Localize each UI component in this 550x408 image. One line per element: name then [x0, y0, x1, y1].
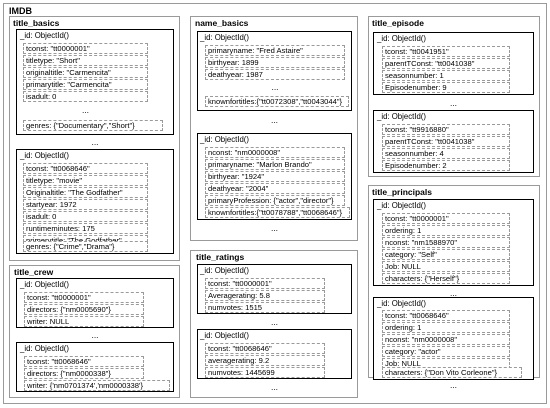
field: originaltitle: "Carmencita" — [23, 67, 148, 78]
field: knownfortitles:{"tt0072308","tt0043044"} — [205, 96, 349, 107]
field: writer: {'nm0701374','nm0000338'} — [24, 380, 170, 391]
field: nconst: "nm0000008" — [382, 334, 510, 345]
field: Originaltitle: "The Godfather" — [23, 187, 148, 198]
field: deathyear: 1987 — [205, 69, 345, 80]
ellipsis: ... — [270, 223, 279, 233]
field: characters: {"Don Vito Corleone"} — [382, 367, 522, 378]
field: tconst: "tt0068646" — [382, 310, 510, 321]
ellipsis: ... — [271, 82, 279, 92]
document-id: _id: ObjectId() — [200, 331, 249, 340]
field: seasonnumber: 1 — [382, 70, 510, 81]
field: primaryProfession: {"actor","director"} — [205, 195, 345, 206]
field: ordering: 1 — [382, 322, 510, 333]
field: knownfortitles:{"tt0078788","tt0068646"} — [205, 207, 350, 218]
field: primaryname: "Fred Astaire" — [205, 45, 345, 56]
field: isadult: 0 — [23, 211, 148, 222]
ellipsis: ... — [449, 98, 458, 108]
document-id: _id: ObjectId() — [377, 34, 426, 43]
collection-title: title_episode — [372, 18, 424, 28]
collection-title: title_ratings — [196, 252, 245, 262]
field: category: "actor" — [382, 346, 510, 357]
field: tconst: "tt0000001" — [23, 43, 148, 54]
field: directors: {"nm0005690"} — [24, 304, 144, 315]
field: tconst: "tt0000001" — [24, 292, 144, 303]
database-title: IMDB — [9, 6, 32, 16]
document-id: _id: ObjectId() — [20, 151, 69, 160]
field: averagerating: 9.2 — [205, 355, 325, 366]
field: isadult: 0 — [23, 91, 148, 102]
field: tconst: "tt0068646" — [24, 356, 144, 367]
collection-title: title_basics — [13, 18, 60, 28]
field: numvotes: 1515 — [205, 302, 325, 313]
document-id: _id: ObjectId() — [20, 31, 69, 40]
field: tconst: "tt0000001" — [205, 278, 325, 289]
field: birthyear: 1899 — [205, 57, 345, 68]
field: category: "Self" — [382, 249, 510, 260]
field: parentTConst: "tt0041038" — [382, 136, 510, 147]
field: genres: {"Documentary","Short"} — [23, 120, 163, 131]
field: primarytitle: "Carmencita" — [23, 79, 148, 90]
field: genres: {"Crime","Drama"} — [23, 241, 148, 252]
ellipsis: ... — [91, 137, 99, 147]
field: numvotes: 1445699 — [205, 367, 325, 378]
field: startyear: 1972 — [23, 199, 148, 210]
field: Averagerating: 5.8 — [205, 290, 325, 301]
field: tconst: "tt0041951" — [382, 46, 510, 57]
field: Episodenumber: 9 — [382, 82, 510, 93]
document-id: _id: ObjectId() — [200, 266, 249, 275]
document-id: _id: ObjectId() — [20, 344, 69, 353]
field: nconst: "nm1588970" — [382, 237, 510, 248]
field: tconst: "tt0068646" — [23, 163, 148, 174]
collection-title: title_principals — [372, 187, 432, 197]
field: nconst: "nm0000008" — [205, 147, 345, 158]
document-id: _id: ObjectId() — [200, 33, 249, 42]
field: ordering: 1 — [382, 225, 510, 236]
document-id: _id: ObjectId() — [377, 299, 426, 308]
ellipsis: ... — [270, 382, 279, 392]
field: tconst: "tt0068646" — [205, 343, 325, 354]
field: writer: NULL — [24, 316, 144, 327]
collection-title: title_crew — [14, 267, 54, 277]
field: Episodenumber: 2 — [382, 160, 510, 171]
field: characters: {"Herself"} — [382, 273, 510, 284]
ellipsis: ... — [81, 105, 90, 115]
field: primaryname: "Marlon Brando" — [205, 159, 345, 170]
field: tconst: "tt9916880" — [382, 124, 510, 135]
collection-title: name_basics — [195, 18, 249, 28]
document-id: _id: ObjectId() — [377, 112, 426, 121]
document-id: _id: ObjectId() — [200, 135, 249, 144]
field: runtimeminutes: 175 — [23, 223, 148, 234]
field: titletype: "Short" — [23, 55, 148, 66]
field: deathyear: "2004" — [205, 183, 345, 194]
document-id: _id: ObjectId() — [377, 201, 426, 210]
ellipsis: ... — [91, 330, 99, 340]
ellipsis: ... — [270, 317, 279, 327]
field: directors: {"nm0000338"} — [24, 368, 144, 379]
ellipsis: ... — [270, 115, 279, 125]
field: parentTConst: "tt0041038" — [382, 58, 510, 69]
ellipsis: ... — [449, 380, 458, 390]
ellipsis: ... — [449, 288, 458, 298]
field: Job: NULL — [382, 261, 510, 272]
field: titletype: "movie" — [23, 175, 148, 186]
field: seasonnumber: 4 — [382, 148, 510, 159]
field: tconst: "tt0000001" — [382, 213, 510, 224]
document-id: _id: ObjectId() — [20, 280, 69, 289]
field: birthyear: "1924" — [205, 171, 345, 182]
database-frame — [3, 3, 547, 404]
